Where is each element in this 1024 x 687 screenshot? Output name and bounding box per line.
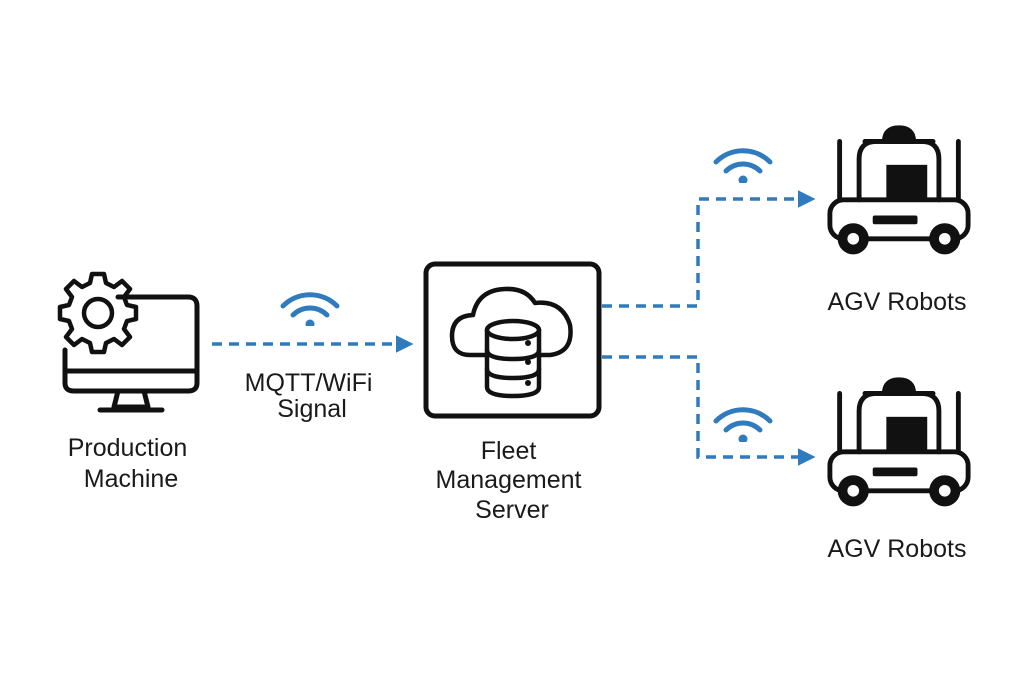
agv-robot-top-node: AGV Robots [828, 128, 969, 316]
server-label: Fleet Management Server [436, 437, 589, 524]
monitor-gear-icon [57, 271, 200, 413]
fleet-server-node: Fleet Management Server [423, 261, 602, 524]
cloud-database-icon [449, 286, 573, 399]
production-machine-node: Production Machine [57, 271, 200, 493]
link-server-to-robot-top [602, 151, 816, 308]
robot-top-label: AGV Robots [828, 288, 967, 316]
agv-robot-icon [830, 128, 968, 255]
link-server-to-robot-bottom [602, 355, 816, 466]
link-label: MQTT/WiFi Signal [245, 369, 380, 423]
wifi-icon [716, 410, 770, 444]
link-machine-to-server: MQTT/WiFi Signal [212, 295, 414, 423]
wifi-icon [283, 295, 337, 329]
dashed-arrow [602, 355, 816, 466]
machine-label: Production Machine [68, 434, 194, 493]
server-box [423, 261, 602, 419]
robot-bottom-label: AGV Robots [828, 535, 967, 563]
dashed-arrow [602, 190, 816, 308]
agv-robot-bottom-node: AGV Robots [828, 380, 969, 563]
agv-robot-icon [830, 380, 968, 507]
wifi-icon [716, 151, 770, 185]
